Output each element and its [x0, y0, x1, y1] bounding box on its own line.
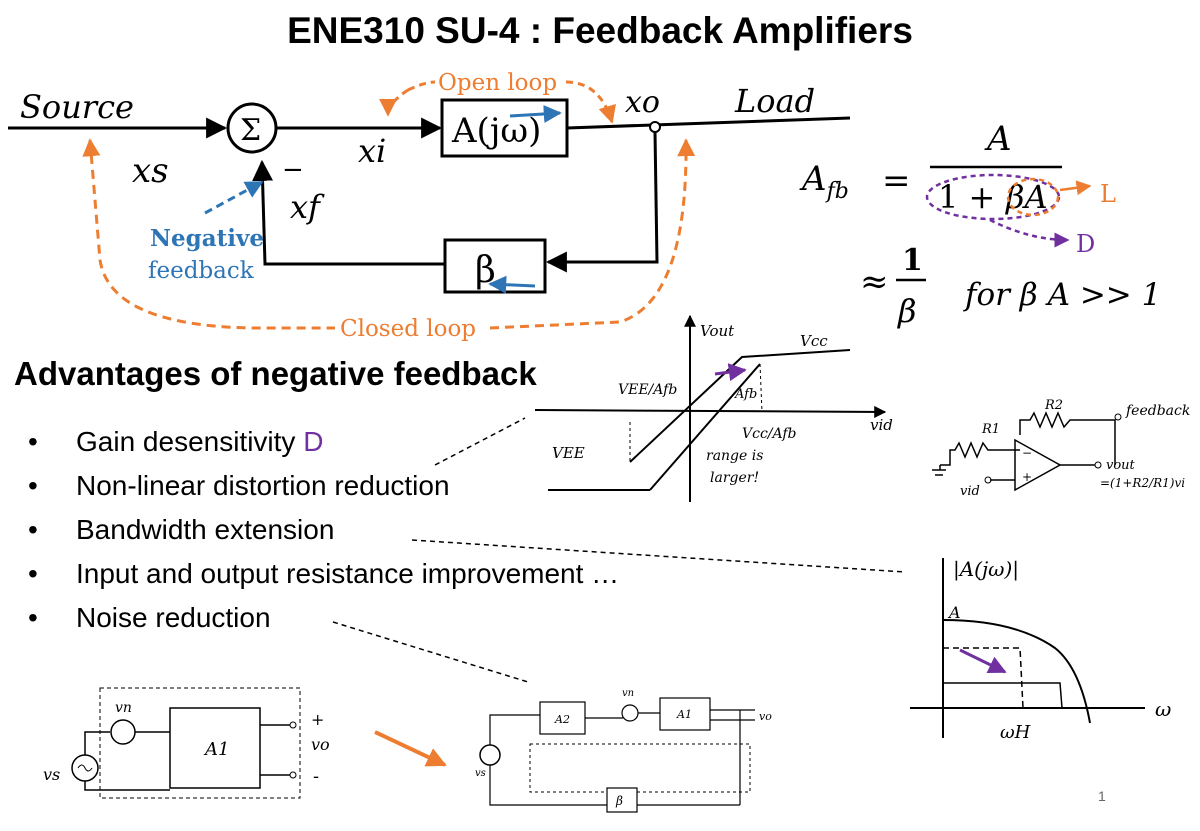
svg-text:A1: A1 — [203, 739, 229, 760]
svg-text:vn: vn — [622, 688, 634, 699]
list-item: •Non-linear distortion reduction — [28, 470, 450, 501]
svg-text:=(1+R2/R1)vi: =(1+R2/R1)vi — [1100, 476, 1185, 490]
svg-text:vid: vid — [870, 416, 893, 434]
amplifier-label: A(jω) — [451, 111, 541, 151]
svg-text:R1: R1 — [981, 422, 1000, 437]
feedback-block-diagram: Σ A(jω) β Source Load xs xi xo xf − Open… — [8, 70, 851, 342]
svg-text:vn: vn — [115, 700, 132, 716]
open-loop-label: Open loop — [438, 70, 557, 96]
load-label: Load — [734, 82, 815, 120]
svg-text:VEE: VEE — [552, 444, 585, 462]
numerator: A — [984, 119, 1012, 159]
svg-text:vo: vo — [311, 735, 330, 754]
orange-arrow — [374, 730, 447, 767]
list-item: •Input and output resistance improvement… — [28, 558, 620, 589]
svg-text:vo: vo — [759, 710, 772, 723]
svg-text:ω: ω — [1155, 697, 1171, 721]
svg-text:larger!: larger! — [710, 470, 759, 486]
svg-text:A1: A1 — [676, 708, 692, 721]
svg-text:VEE/Afb: VEE/Afb — [618, 382, 677, 398]
L-ellipse — [1006, 177, 1060, 217]
svg-text:β: β — [615, 794, 623, 808]
denominator-one: 1 + — [938, 178, 995, 216]
svg-text:Afb: Afb — [734, 387, 757, 402]
noise-sketch-input: vs vn A1 vo + - — [43, 687, 330, 799]
svg-text:R2: R2 — [1044, 398, 1063, 413]
svg-text:vout: vout — [1106, 458, 1136, 473]
xf-label: xf — [290, 188, 325, 226]
advantages-list: •Gain desensitivity D •Non-linear distor… — [28, 420, 619, 640]
approx-denominator: β — [897, 292, 917, 330]
svg-text:−: − — [1022, 446, 1032, 460]
noise-sketch-feedback: A2 A1 vn vs β vo — [475, 688, 772, 813]
page-title: ENE310 SU-4 : Feedback Amplifiers — [287, 10, 913, 51]
svg-text:+: + — [1022, 470, 1032, 484]
label-D: D — [1076, 230, 1095, 258]
svg-text:vid: vid — [960, 484, 980, 499]
section-title: Advantages of negative feedback — [14, 355, 537, 392]
denominator-betaA: βA — [1005, 178, 1048, 216]
equals-sign: = — [882, 161, 911, 201]
opamp-sketch: R1 R2 feedback vid vout =(1+R2/R1)vi + − — [932, 398, 1190, 499]
list-item: •Gain desensitivity D — [28, 426, 324, 457]
closed-loop-gain-formula: Afb = A 1 + βA L D ≈ 1 β for β A >> 1 — [799, 119, 1161, 330]
svg-text:feedback: feedback — [1125, 403, 1190, 419]
approx-condition: for β A >> 1 — [963, 277, 1161, 313]
svg-text:A2: A2 — [554, 713, 570, 726]
svg-text:Vcc/Afb: Vcc/Afb — [742, 426, 797, 442]
feedback-label: feedback — [148, 258, 255, 284]
xs-label: xs — [132, 151, 169, 191]
minus-sign: − — [282, 155, 304, 185]
negative-label: Negative — [150, 225, 264, 252]
xi-label: xi — [358, 132, 386, 170]
xo-label: xo — [625, 85, 660, 120]
source-label: Source — [20, 88, 134, 126]
transfer-characteristic-sketch: Vout Vcc VEE vid VEE/Afb Afb Vcc/Afb ran… — [534, 314, 893, 502]
svg-text:vs: vs — [475, 768, 486, 779]
svg-text:Vcc: Vcc — [800, 332, 828, 350]
svg-text:+: + — [311, 710, 324, 729]
approx-sign: ≈ — [860, 262, 889, 302]
svg-text:vs: vs — [43, 765, 60, 784]
svg-text:ωH: ωH — [1000, 722, 1031, 743]
afb-symbol: Afb — [799, 159, 849, 204]
list-item: •Bandwidth extension — [28, 514, 335, 545]
svg-text:range is: range is — [706, 448, 763, 464]
label-L: L — [1100, 180, 1116, 208]
svg-text:-: - — [313, 766, 319, 787]
list-item: •Noise reduction — [28, 602, 271, 633]
approx-numerator: 1 — [902, 243, 923, 278]
svg-text:|A(jω)|: |A(jω)| — [953, 557, 1019, 582]
svg-text:A: A — [947, 603, 961, 622]
bandwidth-sketch: |A(jω)| A ω ωH — [910, 557, 1171, 743]
page-number: 1 — [1098, 788, 1106, 804]
svg-text:Vout: Vout — [700, 322, 735, 340]
sum-symbol: Σ — [240, 113, 261, 148]
closed-loop-label: Closed loop — [340, 316, 476, 342]
